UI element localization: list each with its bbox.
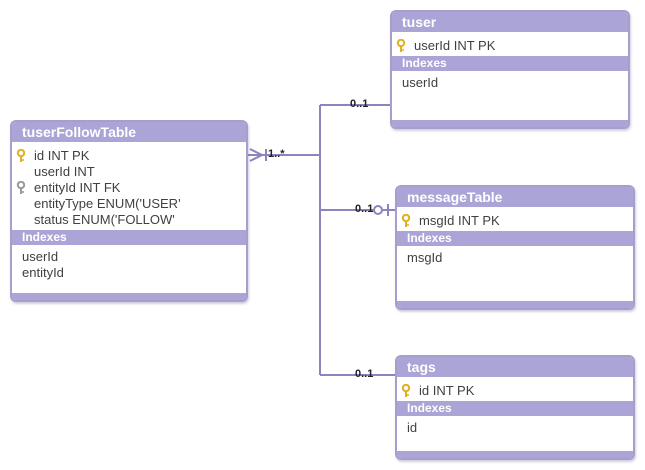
entity-footer — [392, 120, 628, 127]
optional-circle — [373, 205, 383, 215]
field-row[interactable]: userId INT — [12, 164, 246, 180]
field-row[interactable]: entityId INT FK — [12, 180, 246, 196]
field-row[interactable]: id INT PK — [12, 148, 246, 164]
field-list: userId INT PK — [392, 32, 628, 54]
field-list: msgId INT PK — [397, 207, 633, 229]
index-item[interactable]: userId — [402, 75, 439, 90]
entity-messagetable[interactable]: messageTable msgId INT PK Indexes msgId — [395, 185, 635, 310]
entity-title[interactable]: tags — [397, 357, 633, 377]
entity-title[interactable]: messageTable — [397, 187, 633, 207]
field-label: userId INT PK — [414, 38, 496, 53]
field-row[interactable]: msgId INT PK — [397, 213, 633, 229]
index-item[interactable]: id — [407, 420, 418, 435]
cardinality-tags: 0..1 — [355, 368, 374, 380]
entity-tags[interactable]: tags id INT PK Indexes id — [395, 355, 635, 460]
field-row[interactable]: status ENUM('FOLLOW' — [12, 212, 246, 228]
primary-key-icon — [396, 39, 406, 52]
cardinality-messagetable: 0..1 — [355, 203, 374, 215]
field-label: id INT PK — [419, 383, 475, 398]
foreign-key-icon — [16, 181, 26, 194]
field-label: status ENUM('FOLLOW' — [34, 212, 175, 227]
primary-key-icon — [401, 214, 411, 227]
field-list: id INT PK userId INT entityId INT FK ent… — [12, 142, 246, 228]
cardinality-tuser: 0..1 — [350, 98, 369, 110]
field-label: userId INT — [34, 164, 95, 179]
index-item[interactable]: msgId — [407, 250, 443, 265]
field-row[interactable]: id INT PK — [397, 383, 633, 399]
field-label: entityType ENUM('USER' — [34, 196, 181, 211]
primary-key-icon — [16, 149, 26, 162]
entity-tuser[interactable]: tuser userId INT PK Indexes userId — [390, 10, 630, 129]
entity-title[interactable]: tuser — [392, 12, 628, 32]
entity-footer — [12, 293, 246, 300]
field-label: msgId INT PK — [419, 213, 500, 228]
index-item[interactable]: userId — [22, 249, 59, 264]
field-label: id INT PK — [34, 148, 90, 163]
cardinality-source: 1..* — [268, 148, 285, 160]
indexes-header: Indexes — [397, 231, 633, 246]
indexes-header: Indexes — [397, 401, 633, 416]
index-list: id — [397, 416, 633, 436]
entity-title[interactable]: tuserFollowTable — [12, 122, 246, 142]
indexes-header: Indexes — [392, 56, 628, 71]
entity-tuserfollowtable[interactable]: tuserFollowTable id INT PK userId INT — [10, 120, 248, 302]
index-list: msgId — [397, 246, 633, 266]
field-label: entityId INT FK — [34, 180, 121, 195]
crows-foot-upper — [249, 148, 263, 156]
index-item[interactable]: entityId — [22, 265, 64, 280]
index-list: userId entityId — [12, 245, 246, 281]
crows-foot-lower — [249, 154, 263, 162]
indexes-header: Indexes — [12, 230, 246, 245]
field-row[interactable]: entityType ENUM('USER' — [12, 196, 246, 212]
field-row[interactable]: userId INT PK — [392, 38, 628, 54]
entity-footer — [397, 301, 633, 308]
index-list: userId — [392, 71, 628, 91]
entity-footer — [397, 451, 633, 458]
primary-key-icon — [401, 384, 411, 397]
field-list: id INT PK — [397, 377, 633, 399]
